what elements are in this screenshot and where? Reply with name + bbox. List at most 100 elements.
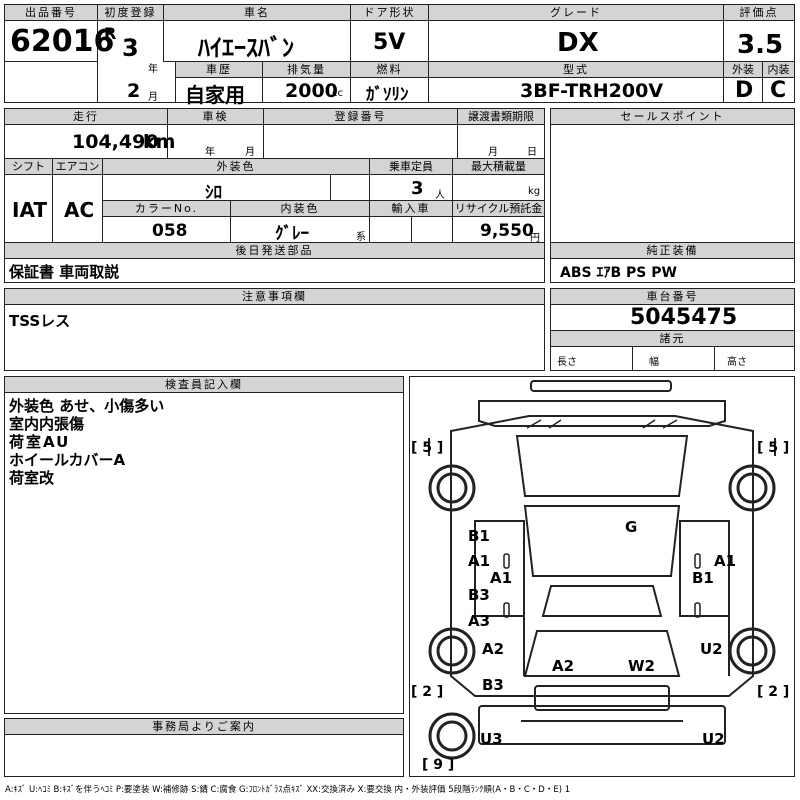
header-shift: シフト	[5, 159, 52, 174]
header-chui: 注意事項欄	[5, 289, 544, 304]
shift-value: IAT	[12, 198, 48, 222]
capacity: 3	[411, 178, 424, 199]
grade-value: DX	[557, 28, 599, 58]
damage-mark: A1	[490, 569, 513, 587]
header-shaken: 車検	[168, 109, 263, 124]
door-type: 5V	[373, 30, 406, 55]
exterior-color: ｼﾛ	[205, 183, 222, 203]
legend: A:ｷｽﾞ U:ﾍｺﾐ B:ｷｽﾞを伴うﾍｺﾐ P:要塗装 W:補修跡 S:錆 …	[5, 785, 571, 795]
header-naisoshoku: 内装色	[231, 201, 369, 216]
spec-section	[4, 108, 545, 283]
joto-gatsu: 月	[488, 147, 498, 158]
damage-mark: A2	[482, 640, 505, 658]
header-shareki: 車歴	[176, 62, 262, 77]
equipment: ABS ｴｱB PS PW	[560, 265, 677, 281]
inspector-note: 荷室改	[9, 469, 55, 487]
damage-mark: W2	[628, 657, 655, 675]
damage-mark: A1	[714, 552, 737, 570]
unit-gatsu: 月	[148, 92, 158, 103]
dim-length: 長さ	[557, 357, 577, 368]
spare-tire-label: [ 9 ]	[422, 757, 455, 773]
joto-hi: 日	[527, 147, 537, 158]
model-code: 3BF-TRH200V	[520, 80, 664, 102]
office-box	[4, 718, 404, 777]
header-gaisoshoku: 外装色	[103, 159, 369, 174]
ext-grade: D	[735, 78, 754, 103]
header-junsei: 純正装備	[551, 243, 794, 258]
header-naiso: 内装	[763, 62, 794, 77]
damage-mark: U2	[700, 640, 723, 658]
header-door: ドア形状	[351, 5, 428, 20]
inspector-box	[4, 376, 404, 714]
header-yunyu: 輸入車	[370, 201, 452, 216]
damage-mark: A1	[468, 552, 491, 570]
aircon-value: AC	[64, 198, 95, 222]
car-name: ﾊｲｴｰｽﾊﾞﾝ	[198, 34, 294, 62]
chassis-box	[550, 288, 795, 371]
damage-mark: A3	[468, 612, 491, 630]
unit-nin: 人	[435, 190, 445, 201]
interior-color: ｸﾞﾚｰ	[275, 224, 309, 244]
header-gaiso: 外装	[724, 62, 762, 77]
tire-rl-label: [ 2 ]	[411, 684, 444, 700]
header-teiin: 乗車定員	[370, 159, 452, 174]
notes-box	[4, 288, 545, 371]
inspector-note: 室内内張傷	[9, 415, 85, 433]
dim-width: 幅	[649, 357, 659, 368]
car-diagram	[428, 380, 776, 760]
shaken-gatsu: 月	[245, 147, 255, 158]
tire-fl-label: [ 5 ]	[411, 440, 444, 456]
int-grade: C	[770, 78, 787, 103]
header-grade: グレード	[429, 5, 723, 20]
recycle-value: 9,550	[480, 221, 534, 241]
unit-yen: 円	[530, 233, 540, 244]
header-gojitsu: 後日発送部品	[5, 243, 544, 258]
header-recycle: リサイクル預託金	[453, 201, 544, 216]
reg-year: 3	[122, 34, 139, 62]
unit-kg: kg	[528, 186, 541, 197]
header-sokou: 走行	[5, 109, 167, 124]
history: 自家用	[185, 83, 245, 107]
tire-rr-label: [ 2 ]	[757, 684, 790, 700]
damage-mark: G	[625, 518, 638, 536]
inspector-note: ホイールカバーA	[9, 451, 126, 469]
unit-km: km	[143, 131, 176, 153]
header-sales: セールスポイント	[551, 109, 794, 124]
header-nenryo: 燃料	[351, 62, 428, 77]
mileage: 104,490	[72, 131, 159, 153]
header-kensa: 検査員記入欄	[5, 377, 403, 392]
era-mark: R	[104, 24, 117, 43]
header-shodo: 初度登録	[98, 5, 163, 20]
header-jimu: 事務局よりご案内	[5, 719, 403, 734]
tire-fr-label: [ 5 ]	[757, 440, 790, 456]
unit-cc: cc	[332, 88, 343, 99]
top-section	[4, 4, 795, 103]
later-parts: 保証書 車両取説	[9, 263, 120, 281]
reg-month: 2	[127, 80, 141, 102]
header-haiki: 排気量	[263, 62, 350, 77]
damage-mark: B1	[692, 569, 714, 587]
inspector-note: 外装色 あせ、小傷多い	[9, 397, 165, 415]
shaken-nen: 年	[205, 147, 215, 158]
damage-mark: U2	[702, 730, 725, 748]
dim-height: 高さ	[727, 357, 747, 368]
header-shogen: 諸元	[551, 331, 794, 346]
chassis-number: 5045475	[630, 305, 738, 330]
notes-value: TSSレス	[9, 312, 71, 330]
damage-mark: B3	[468, 586, 490, 604]
damage-mark: B1	[468, 527, 490, 545]
damage-mark: U3	[480, 730, 503, 748]
fuel: ｶﾞｿﾘﾝ	[366, 85, 409, 105]
header-shadai: 車台番号	[551, 289, 794, 304]
lot-number: 62016	[10, 24, 115, 59]
header-joto: 譲渡書類期限	[458, 109, 544, 124]
header-color-no: カラーNo.	[103, 201, 230, 216]
car-diagram-box	[409, 376, 795, 777]
header-toroku: 登録番号	[264, 109, 457, 124]
inspector-note: 荷室AU	[9, 433, 71, 451]
score-value: 3.5	[737, 30, 784, 60]
header-katashiki: 型式	[429, 62, 723, 77]
displacement: 2000	[285, 80, 338, 102]
header-shamei: 車名	[164, 5, 350, 20]
header-aircon: エアコン	[53, 159, 102, 174]
